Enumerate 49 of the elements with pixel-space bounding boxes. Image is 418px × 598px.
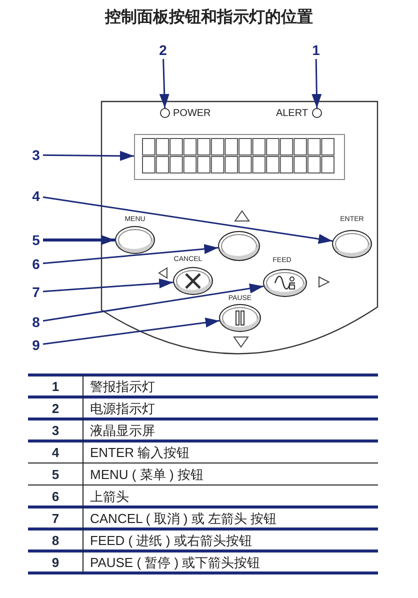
control-panel bbox=[101, 101, 378, 354]
callout-number: 5 bbox=[29, 231, 43, 249]
lcd-display bbox=[134, 134, 345, 180]
leader-arrow bbox=[159, 58, 170, 108]
callout-number: 7 bbox=[29, 283, 43, 301]
item-description: 电源指示灯 bbox=[90, 400, 155, 417]
leader-arrow bbox=[42, 284, 264, 322]
indicator-label: ALERT bbox=[274, 109, 308, 119]
callout-number: 1 bbox=[309, 41, 323, 59]
item-description: FEED ( 进纸 ) 或右箭头按钮 bbox=[90, 532, 252, 549]
item-description: PAUSE ( 暂停 ) 或下箭头按钮 bbox=[90, 554, 260, 571]
row-number: 3 bbox=[50, 422, 60, 439]
row-number: 7 bbox=[50, 510, 60, 527]
item-description: ENTER 输入按钮 bbox=[90, 444, 190, 461]
item-description: CANCEL ( 取消 ) 或 左箭头 按钮 bbox=[90, 510, 277, 527]
control-button bbox=[115, 226, 155, 254]
leader-arrow bbox=[43, 235, 115, 245]
item-description: 警报指示灯 bbox=[90, 378, 155, 395]
indicator-light bbox=[312, 108, 322, 118]
leader-arrow bbox=[42, 318, 220, 345]
callout-number: 4 bbox=[29, 187, 43, 205]
control-button bbox=[263, 269, 307, 297]
leader-arrow bbox=[42, 278, 174, 292]
title: 控制面板按钮和指示灯的位置 bbox=[104, 8, 314, 28]
callout-number: 6 bbox=[29, 255, 43, 273]
control-button bbox=[218, 231, 260, 261]
row-number: 6 bbox=[50, 488, 60, 505]
leader-arrow bbox=[42, 244, 218, 264]
leader-arrow bbox=[43, 150, 134, 161]
row-number: 5 bbox=[50, 466, 60, 483]
row-number: 4 bbox=[50, 444, 60, 461]
callout-number: 9 bbox=[29, 336, 43, 354]
row-number: 2 bbox=[50, 400, 60, 417]
indicator-label: POWER bbox=[173, 109, 212, 119]
control-button bbox=[219, 304, 261, 332]
indicator-light bbox=[160, 108, 170, 118]
item-description: 液晶显示屏 bbox=[90, 422, 155, 439]
leader-arrow bbox=[42, 196, 333, 244]
leader-arrow bbox=[312, 58, 322, 108]
control-button bbox=[332, 230, 372, 258]
row-number: 9 bbox=[50, 554, 60, 571]
callout-number: 2 bbox=[156, 41, 170, 59]
item-description: MENU ( 菜单 ) 按钮 bbox=[90, 466, 204, 483]
control-button bbox=[173, 267, 213, 295]
callout-number: 8 bbox=[29, 313, 43, 331]
callout-number: 3 bbox=[29, 146, 43, 164]
item-description: 上箭头 bbox=[90, 488, 129, 505]
row-number: 8 bbox=[50, 532, 60, 549]
row-number: 1 bbox=[50, 378, 60, 395]
